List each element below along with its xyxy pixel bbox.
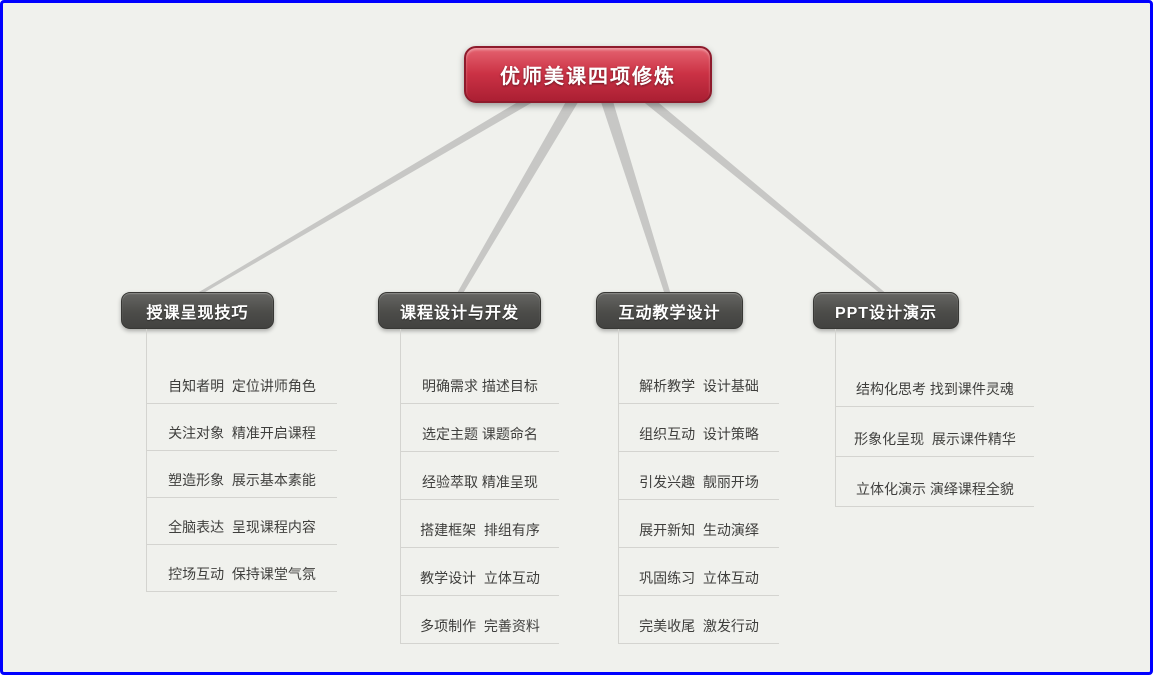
edge-root-to-branch-2 — [456, 98, 580, 295]
branch-topic-interactive-teaching[interactable]: 互动教学设计 — [596, 292, 743, 329]
leaf-topic[interactable]: 自知者明 定位讲师角色 — [147, 357, 337, 404]
branch-topic-ppt-design[interactable]: PPT设计演示 — [813, 292, 959, 329]
leaf-topic[interactable]: 搭建框架 排组有序 — [401, 500, 559, 548]
leaf-topic[interactable]: 教学设计 立体互动 — [401, 548, 559, 596]
branch-topic-course-design[interactable]: 课程设计与开发 — [378, 292, 541, 329]
leaf-topic[interactable]: 形象化呈现 展示课件精华 — [836, 407, 1034, 457]
edge-root-to-branch-1 — [194, 93, 545, 295]
branch-topic-teaching-presentation[interactable]: 授课呈现技巧 — [121, 292, 274, 329]
leaf-topic[interactable]: 控场互动 保持课堂气氛 — [147, 545, 337, 592]
branch-topic-label: 授课呈现技巧 — [146, 304, 249, 322]
leaf-topic[interactable]: 引发兴趣 靓丽开场 — [619, 452, 779, 500]
branch-topic-label: 课程设计与开发 — [399, 304, 519, 322]
branch-topic-label: 互动教学设计 — [618, 304, 721, 322]
leaf-topic[interactable]: 立体化演示 演绎课程全貌 — [836, 457, 1034, 507]
branch-topic-label: PPT设计演示 — [834, 304, 938, 322]
leaf-topic[interactable]: 全脑表达 呈现课程内容 — [147, 498, 337, 545]
leaf-topic[interactable]: 结构化思考 找到课件灵魂 — [836, 357, 1034, 407]
leaf-topic[interactable]: 塑造形象 展示基本素能 — [147, 451, 337, 498]
leaf-topic[interactable]: 展开新知 生动演绎 — [619, 500, 779, 548]
leaf-topic[interactable]: 关注对象 精准开启课程 — [147, 404, 337, 451]
edge-root-to-branch-4 — [635, 93, 888, 295]
leaf-column-interactive-teaching: 解析教学 设计基础 组织互动 设计策略 引发兴趣 靓丽开场 展开新知 生动演绎 … — [618, 329, 779, 644]
leaf-topic[interactable]: 解析教学 设计基础 — [619, 356, 779, 404]
leaf-topic[interactable]: 明确需求 描述目标 — [401, 356, 559, 404]
leaf-topic[interactable]: 完美收尾 激发行动 — [619, 596, 779, 644]
leaf-topic[interactable]: 多项制作 完善资料 — [401, 596, 559, 644]
leaf-column-ppt-design: 结构化思考 找到课件灵魂 形象化呈现 展示课件精华 立体化演示 演绎课程全貌 — [835, 329, 1034, 507]
edge-root-to-branch-3 — [600, 98, 671, 295]
leaf-topic[interactable]: 巩固练习 立体互动 — [619, 548, 779, 596]
leaf-topic[interactable]: 选定主题 课题命名 — [401, 404, 559, 452]
root-topic-label: 优师美课四项修炼 — [500, 66, 676, 88]
leaf-topic[interactable]: 经验萃取 精准呈现 — [401, 452, 559, 500]
root-topic[interactable]: 优师美课四项修炼 — [464, 46, 712, 103]
leaf-column-teaching-presentation: 自知者明 定位讲师角色 关注对象 精准开启课程 塑造形象 展示基本素能 全脑表达… — [146, 329, 337, 592]
leaf-column-course-design: 明确需求 描述目标 选定主题 课题命名 经验萃取 精准呈现 搭建框架 排组有序 … — [400, 329, 559, 644]
leaf-topic[interactable]: 组织互动 设计策略 — [619, 404, 779, 452]
